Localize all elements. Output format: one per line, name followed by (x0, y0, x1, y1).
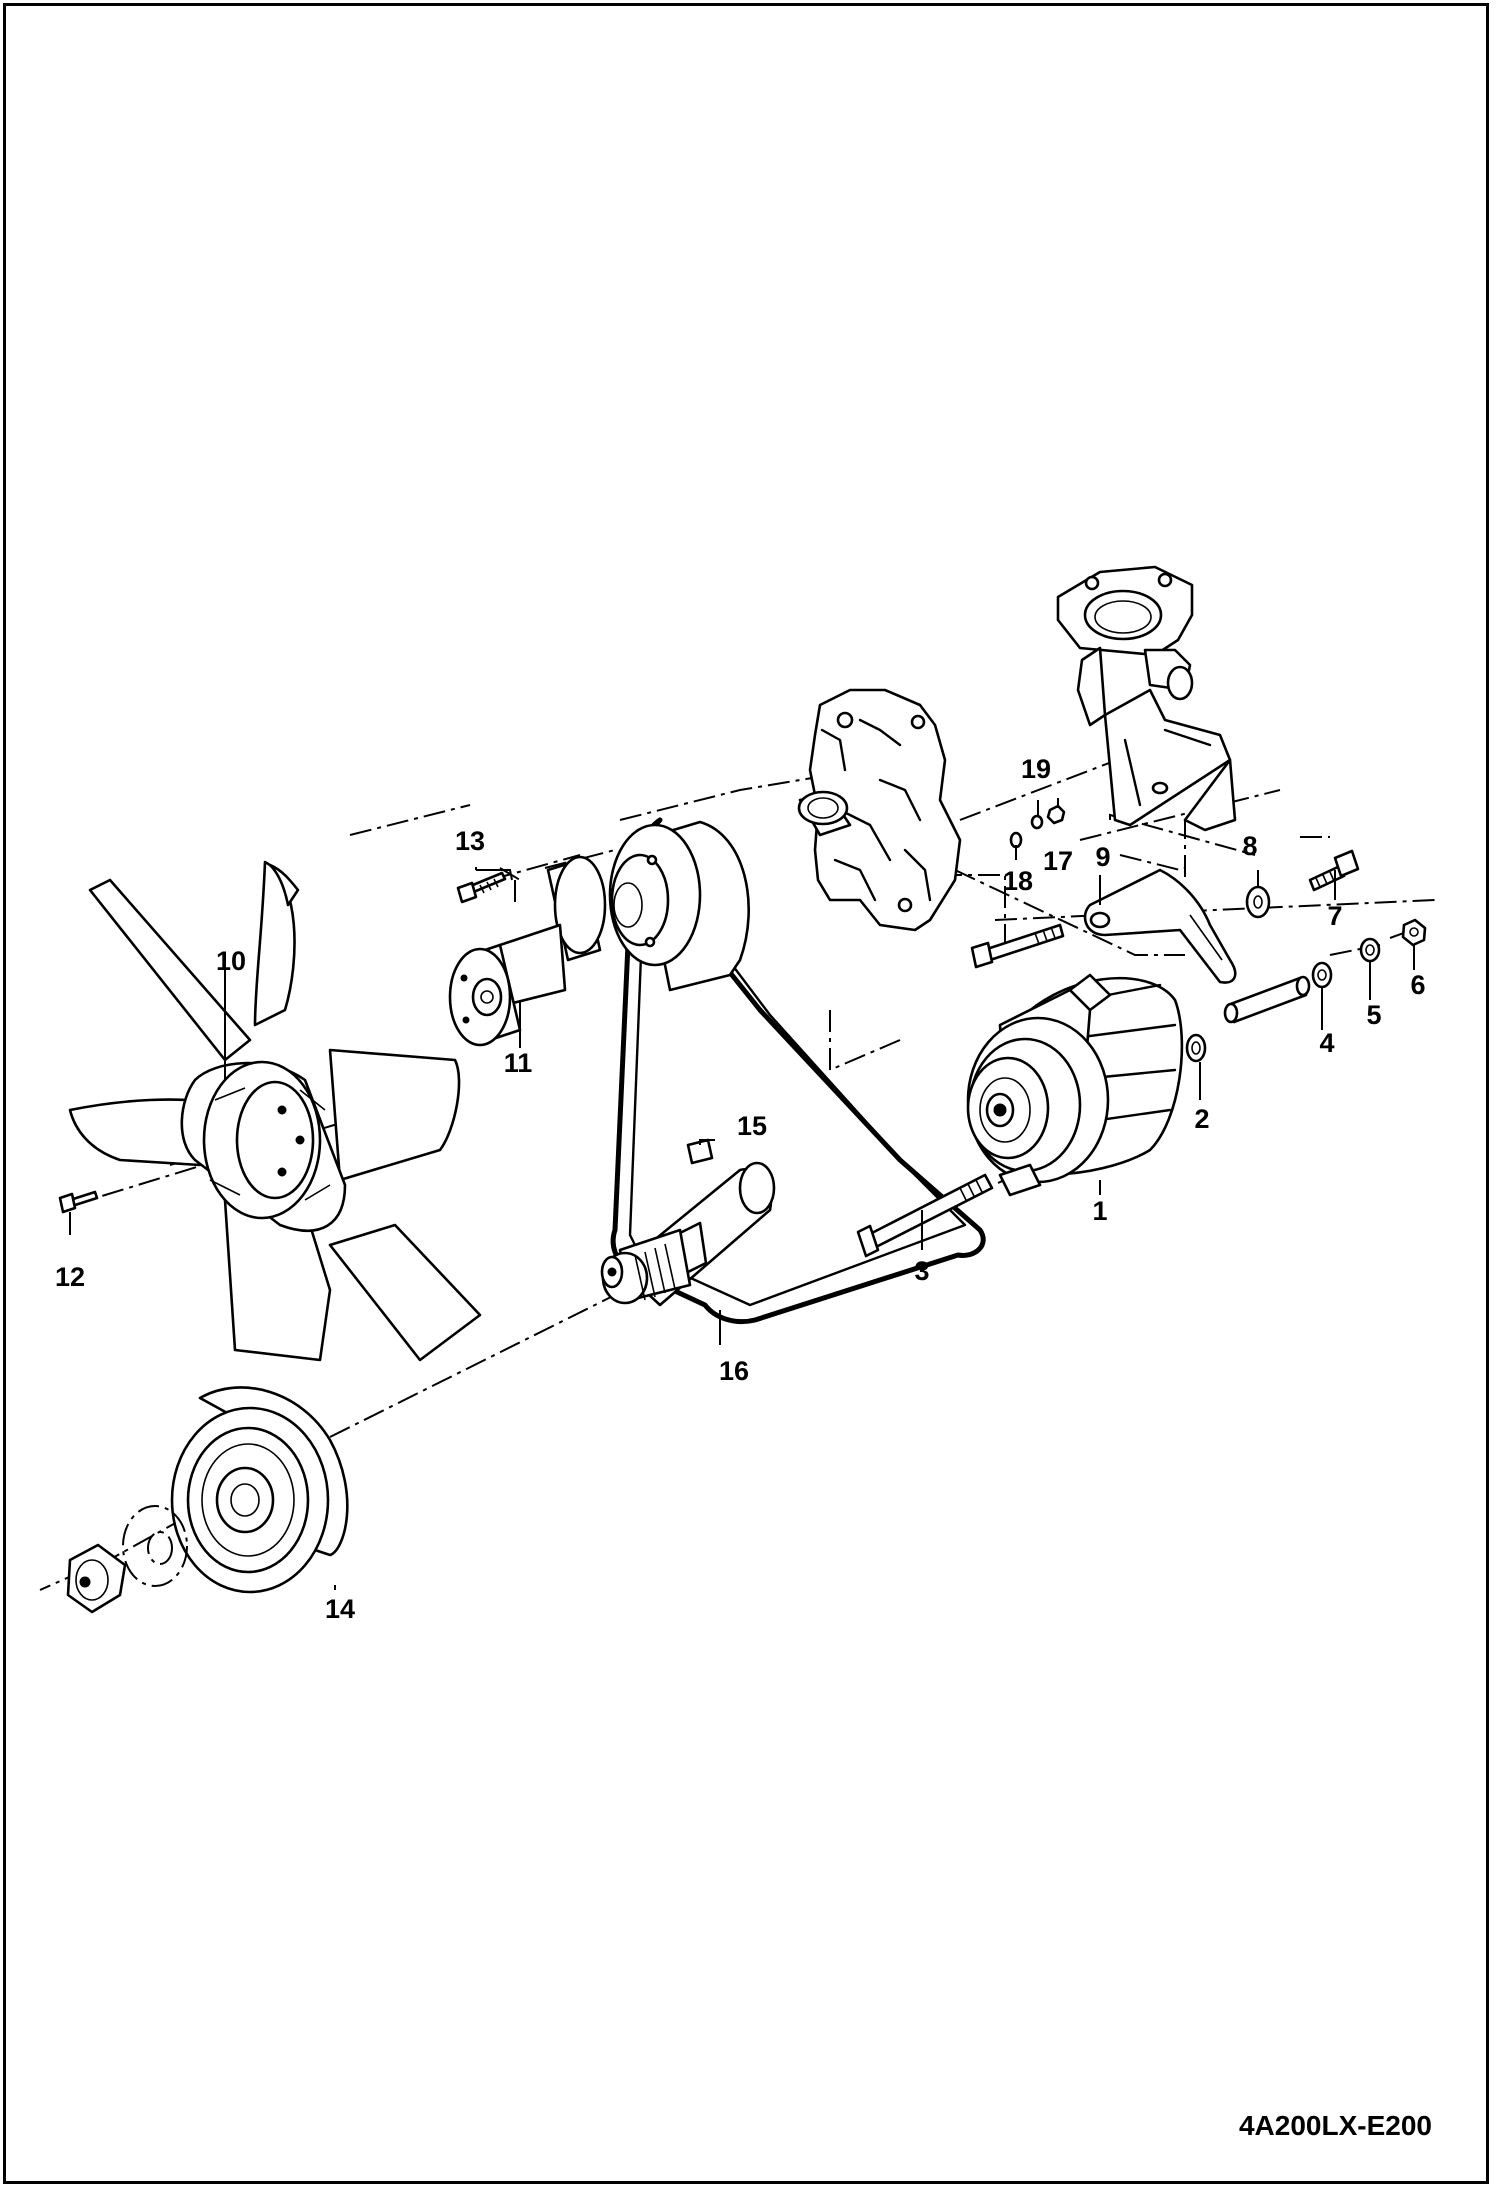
callout-16: 16 (719, 1356, 749, 1386)
callout-8: 8 (1242, 831, 1257, 861)
water-pump-housing (797, 688, 962, 932)
cooling-fan-10 (68, 860, 482, 1362)
callout-12: 12 (55, 1262, 85, 1292)
washer-4 (1311, 961, 1333, 989)
callout-5: 5 (1366, 1000, 1381, 1030)
callout-9: 9 (1095, 842, 1110, 872)
alternator-upper-bolt (970, 923, 1065, 969)
callout-7: 7 (1327, 901, 1342, 931)
callout-14: 14 (325, 1594, 355, 1624)
callout-6: 6 (1410, 970, 1425, 1000)
callout-11: 11 (504, 1048, 533, 1078)
callout-4: 4 (1319, 1028, 1334, 1058)
callout-18: 18 (1003, 866, 1033, 896)
callout-1: 1 (1092, 1196, 1107, 1226)
water-pump-pulley (608, 820, 750, 992)
thermostat-housing-bracket (1056, 565, 1237, 832)
callout-19: 19 (1021, 754, 1051, 784)
callout-17: 17 (1043, 846, 1073, 876)
spacer-sleeve (1223, 975, 1311, 1024)
callout-2: 2 (1194, 1104, 1209, 1134)
callout-labels: 1 2 3 4 5 6 7 8 9 10 11 12 13 14 15 16 1… (55, 754, 1426, 1624)
bolt-12 (58, 1190, 99, 1214)
nut-6 (1401, 918, 1427, 947)
callout-3: 3 (914, 1256, 929, 1286)
crankshaft-15 (600, 1138, 776, 1307)
crank-pulley-14 (170, 1386, 349, 1594)
alternator-1 (966, 973, 1184, 1197)
callout-13: 13 (455, 826, 485, 856)
washer-8 (1245, 885, 1271, 919)
callout-10: 10 (216, 946, 246, 976)
callout-15: 15 (737, 1111, 767, 1141)
lock-washer-5 (1359, 937, 1381, 963)
washer-2 (1185, 1033, 1207, 1063)
crank-washer-and-nut (66, 1505, 188, 1614)
drawing-frame (3, 3, 1489, 2184)
fan-hub-11 (448, 855, 607, 1047)
adjusting-bracket-9 (1083, 868, 1237, 984)
bolt-13 (456, 871, 507, 904)
drawing-code: 4A200LX-E200 (1239, 2110, 1432, 2141)
leader-lines (69, 798, 1415, 1590)
bolt-3 (856, 1173, 994, 1258)
